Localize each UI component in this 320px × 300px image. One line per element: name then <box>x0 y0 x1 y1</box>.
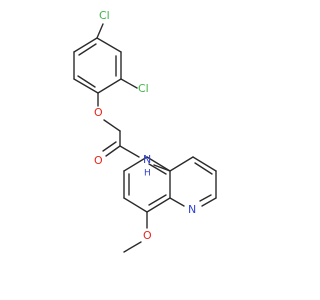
ring-nitrogen-label: N <box>188 203 196 216</box>
methoxy-oxygen-label: O <box>143 229 152 242</box>
bond <box>77 75 96 88</box>
chlorine-atom-label: Cl <box>99 9 110 22</box>
bond <box>123 241 142 253</box>
bond <box>146 197 171 213</box>
bond <box>73 78 99 94</box>
bond <box>120 78 138 89</box>
carbonyl-oxygen-label: O <box>94 154 103 167</box>
chlorine-atom-label: Cl <box>138 82 149 95</box>
bond <box>192 156 217 172</box>
bond <box>148 194 167 206</box>
bond <box>78 43 97 56</box>
bond <box>96 23 104 39</box>
molecule-structure: Cl Cl O O N H N O <box>73 9 217 253</box>
bond <box>199 194 212 202</box>
bond <box>102 141 117 152</box>
bond <box>148 163 167 175</box>
bond <box>194 162 213 175</box>
bonds <box>73 23 217 253</box>
ether-oxygen-label: O <box>94 106 103 119</box>
bond <box>123 197 148 213</box>
bond <box>169 156 194 172</box>
bond <box>119 145 140 158</box>
bond <box>73 37 98 53</box>
bond <box>146 156 171 172</box>
bond <box>105 145 121 157</box>
bond <box>123 156 148 172</box>
amide-nh-label: N H <box>143 153 151 179</box>
atom-labels: Cl Cl O O N H N O <box>94 9 196 242</box>
bond <box>201 197 217 207</box>
amide-hydrogen-label: H <box>144 169 151 179</box>
bond <box>169 197 185 207</box>
bond <box>96 37 122 53</box>
bond <box>97 78 122 94</box>
amide-nitrogen-label: N <box>143 153 151 166</box>
bond <box>103 119 121 132</box>
